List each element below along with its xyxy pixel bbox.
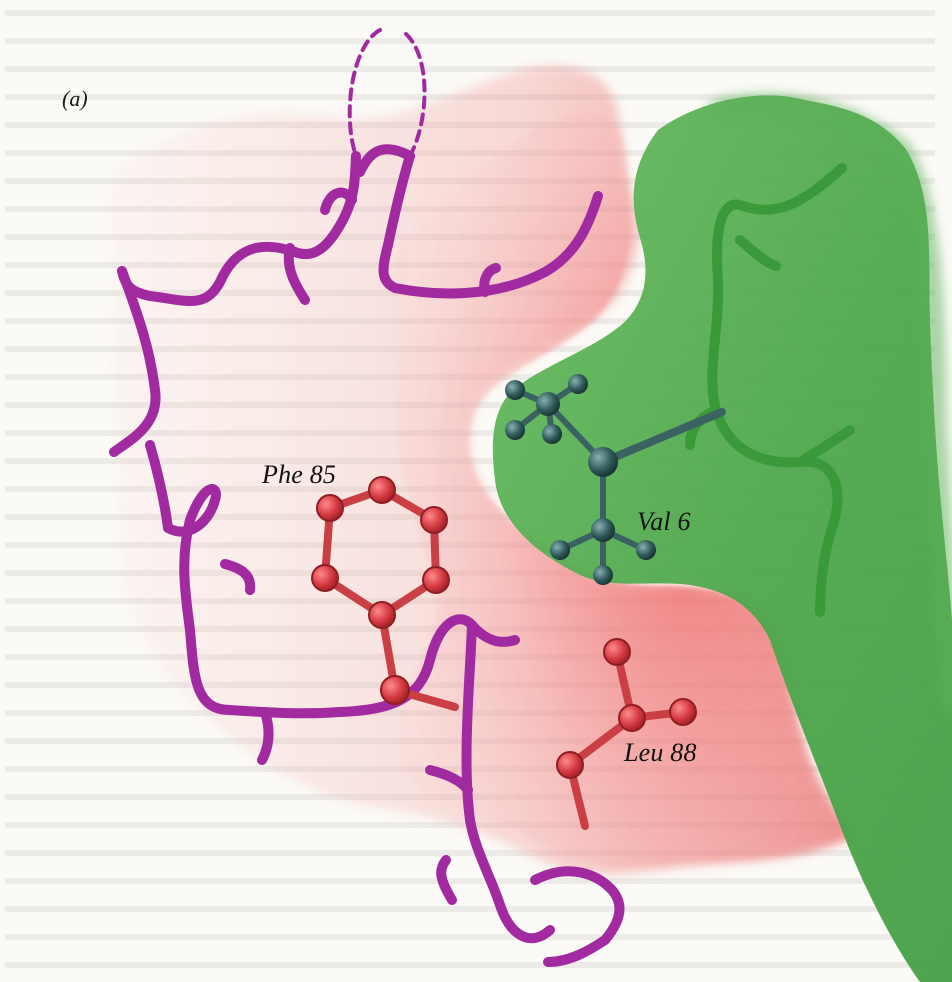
- phe-85-label: Phe 85: [262, 460, 336, 490]
- leu-atom: [670, 699, 696, 725]
- leu-atom: [619, 705, 645, 731]
- val-atom: [505, 420, 525, 440]
- val-atom: [536, 392, 560, 416]
- val-atom: [588, 447, 618, 477]
- leu-88-label: Leu 88: [624, 738, 697, 768]
- val-atom: [568, 374, 588, 394]
- phe-atom: [421, 507, 447, 533]
- phe-atom: [381, 676, 409, 704]
- val-atom: [593, 565, 613, 585]
- val-atom: [591, 518, 615, 542]
- leu-atom: [604, 639, 630, 665]
- val-atom: [550, 540, 570, 560]
- phe-atom: [423, 567, 449, 593]
- panel-label: (a): [62, 86, 88, 112]
- phe-atom: [369, 477, 395, 503]
- val-6-label: Val 6: [637, 507, 691, 537]
- val-atom: [542, 424, 562, 444]
- phe-atom: [369, 602, 395, 628]
- phe-atom: [312, 565, 338, 591]
- val-atom: [505, 380, 525, 400]
- phe-atom: [317, 495, 343, 521]
- val-atom: [636, 540, 656, 560]
- leu-atom: [557, 752, 583, 778]
